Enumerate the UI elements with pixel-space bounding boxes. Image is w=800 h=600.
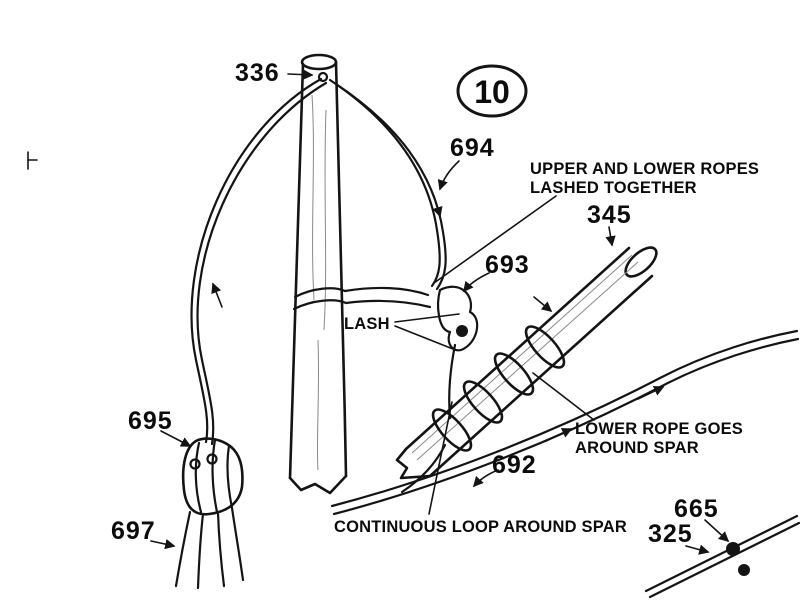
boom-bead bbox=[726, 542, 740, 556]
leader-325 bbox=[685, 544, 710, 555]
leader-lower-rope bbox=[532, 372, 595, 421]
part-label-345: 345 bbox=[587, 201, 632, 229]
leader-lash-lower bbox=[394, 325, 454, 350]
left-halyard-rope bbox=[190, 77, 328, 446]
block-tail-ropes bbox=[174, 506, 245, 590]
leader-697 bbox=[150, 539, 176, 550]
continuous-loop-coils bbox=[400, 325, 566, 494]
part-label-665: 665 bbox=[674, 495, 719, 523]
upper-rope-694 bbox=[328, 78, 447, 291]
leader-lash-upper bbox=[394, 313, 460, 323]
leader-692 bbox=[472, 469, 499, 488]
lower-rope-692 bbox=[330, 329, 800, 516]
figure-number: 10 bbox=[474, 74, 510, 110]
leader-694 bbox=[437, 160, 460, 191]
pulley-block-695 bbox=[181, 437, 244, 516]
part-label-697: 697 bbox=[111, 517, 156, 545]
part-label-336: 336 bbox=[235, 59, 280, 87]
leader-lines bbox=[150, 69, 730, 555]
annotation-lash: LASH bbox=[344, 315, 390, 333]
annotation-lashed-line2: LASHED TOGETHER bbox=[530, 179, 697, 197]
rope-direction-arrows bbox=[211, 195, 665, 442]
spar-end-cap bbox=[624, 246, 658, 278]
block-sheave-pin bbox=[206, 453, 218, 465]
annotation-continuous-loop: CONTINUOUS LOOP AROUND SPAR bbox=[334, 518, 627, 536]
edge-tick bbox=[27, 151, 38, 170]
mast-lashing-band bbox=[292, 286, 432, 311]
labels: 10 336 694 345 693 695 697 692 665 325 U… bbox=[111, 59, 759, 548]
leader-695 bbox=[160, 430, 192, 447]
leader-665 bbox=[704, 519, 730, 543]
leader-continuous-loop bbox=[428, 401, 453, 515]
part-label-692: 692 bbox=[492, 451, 537, 479]
figure-number-oval bbox=[456, 64, 528, 118]
leader-lashed-together bbox=[433, 195, 557, 284]
leader-345 bbox=[605, 226, 616, 247]
part-label-325: 325 bbox=[648, 520, 693, 548]
block-sheave-pin bbox=[189, 458, 201, 470]
boom-bead bbox=[738, 564, 750, 576]
part-label-693: 693 bbox=[485, 251, 530, 279]
spar-345 bbox=[395, 246, 658, 480]
part-label-695: 695 bbox=[128, 407, 173, 435]
boom-325 bbox=[644, 514, 800, 599]
annotation-lower-rope-line1: LOWER ROPE GOES bbox=[575, 420, 743, 438]
lash-knot bbox=[437, 285, 479, 420]
leader-693 bbox=[463, 272, 490, 293]
part-label-694: 694 bbox=[450, 134, 495, 162]
diagram-artwork bbox=[27, 53, 800, 599]
annotation-lashed-line1: UPPER AND LOWER ROPES bbox=[530, 160, 759, 178]
annotation-lower-rope-line2: AROUND SPAR bbox=[575, 439, 699, 457]
mast-attachment-ring bbox=[317, 71, 329, 83]
mast bbox=[288, 53, 348, 495]
leader-336 bbox=[287, 69, 314, 80]
